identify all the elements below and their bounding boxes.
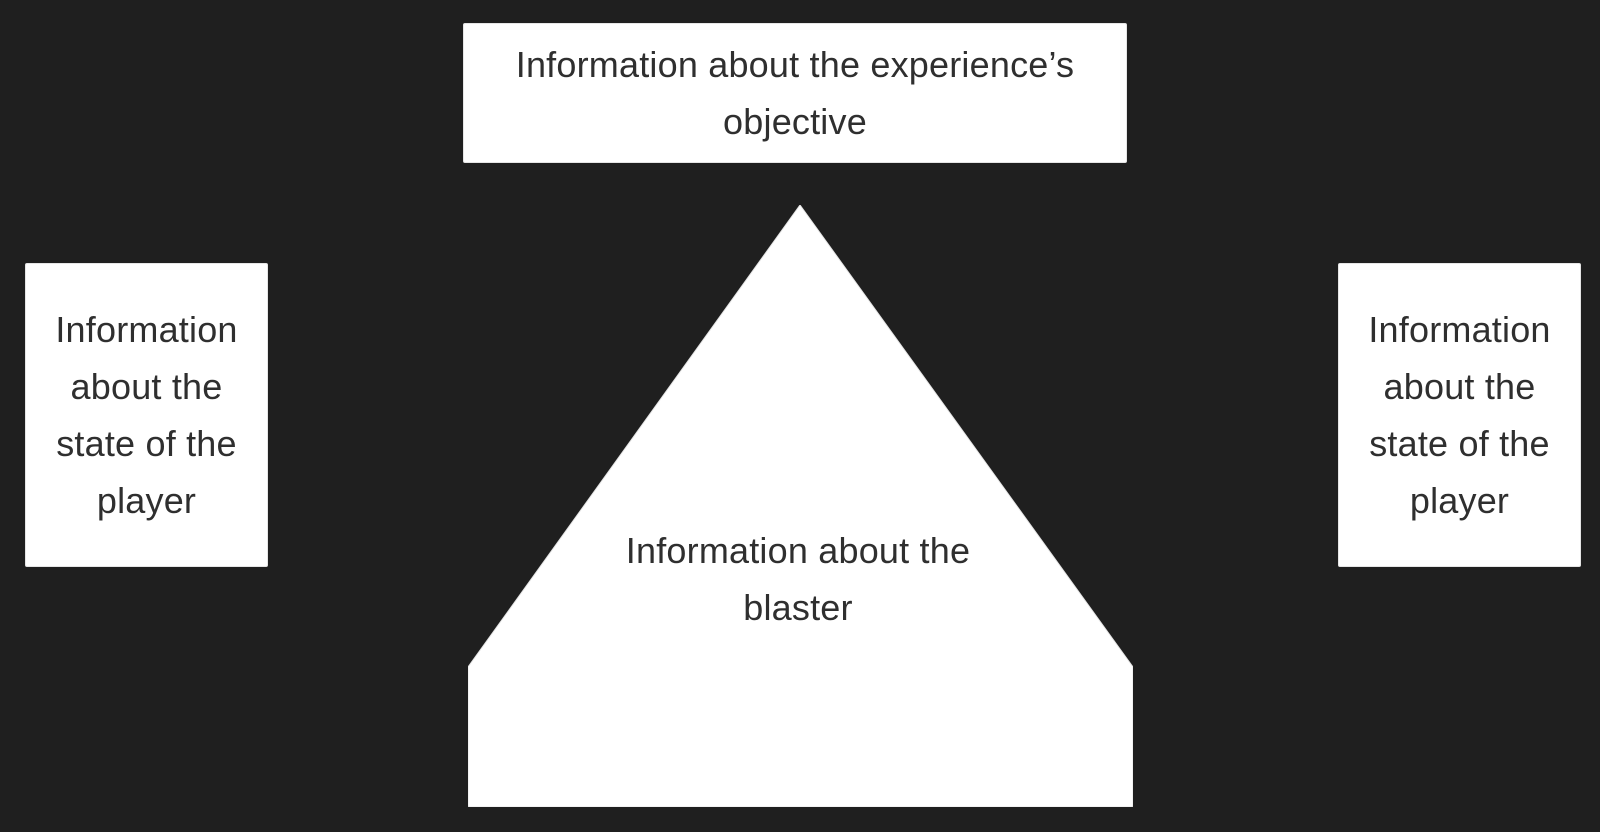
player-state-info-box-right: Information about the state of the playe… — [1338, 263, 1581, 567]
blaster-info-pentagon — [468, 205, 1133, 807]
blaster-info-label: Information about the blaster — [625, 530, 971, 628]
objective-info-label: Information about the experience’s objec… — [515, 44, 1075, 142]
player-state-info-box-left: Information about the state of the playe… — [25, 263, 268, 567]
player-state-info-label-left: Information about the state of the playe… — [55, 309, 238, 521]
objective-info-box: Information about the experience’s objec… — [463, 23, 1127, 163]
player-state-info-label-right: Information about the state of the playe… — [1368, 309, 1551, 521]
blaster-info-shape — [468, 205, 1133, 807]
